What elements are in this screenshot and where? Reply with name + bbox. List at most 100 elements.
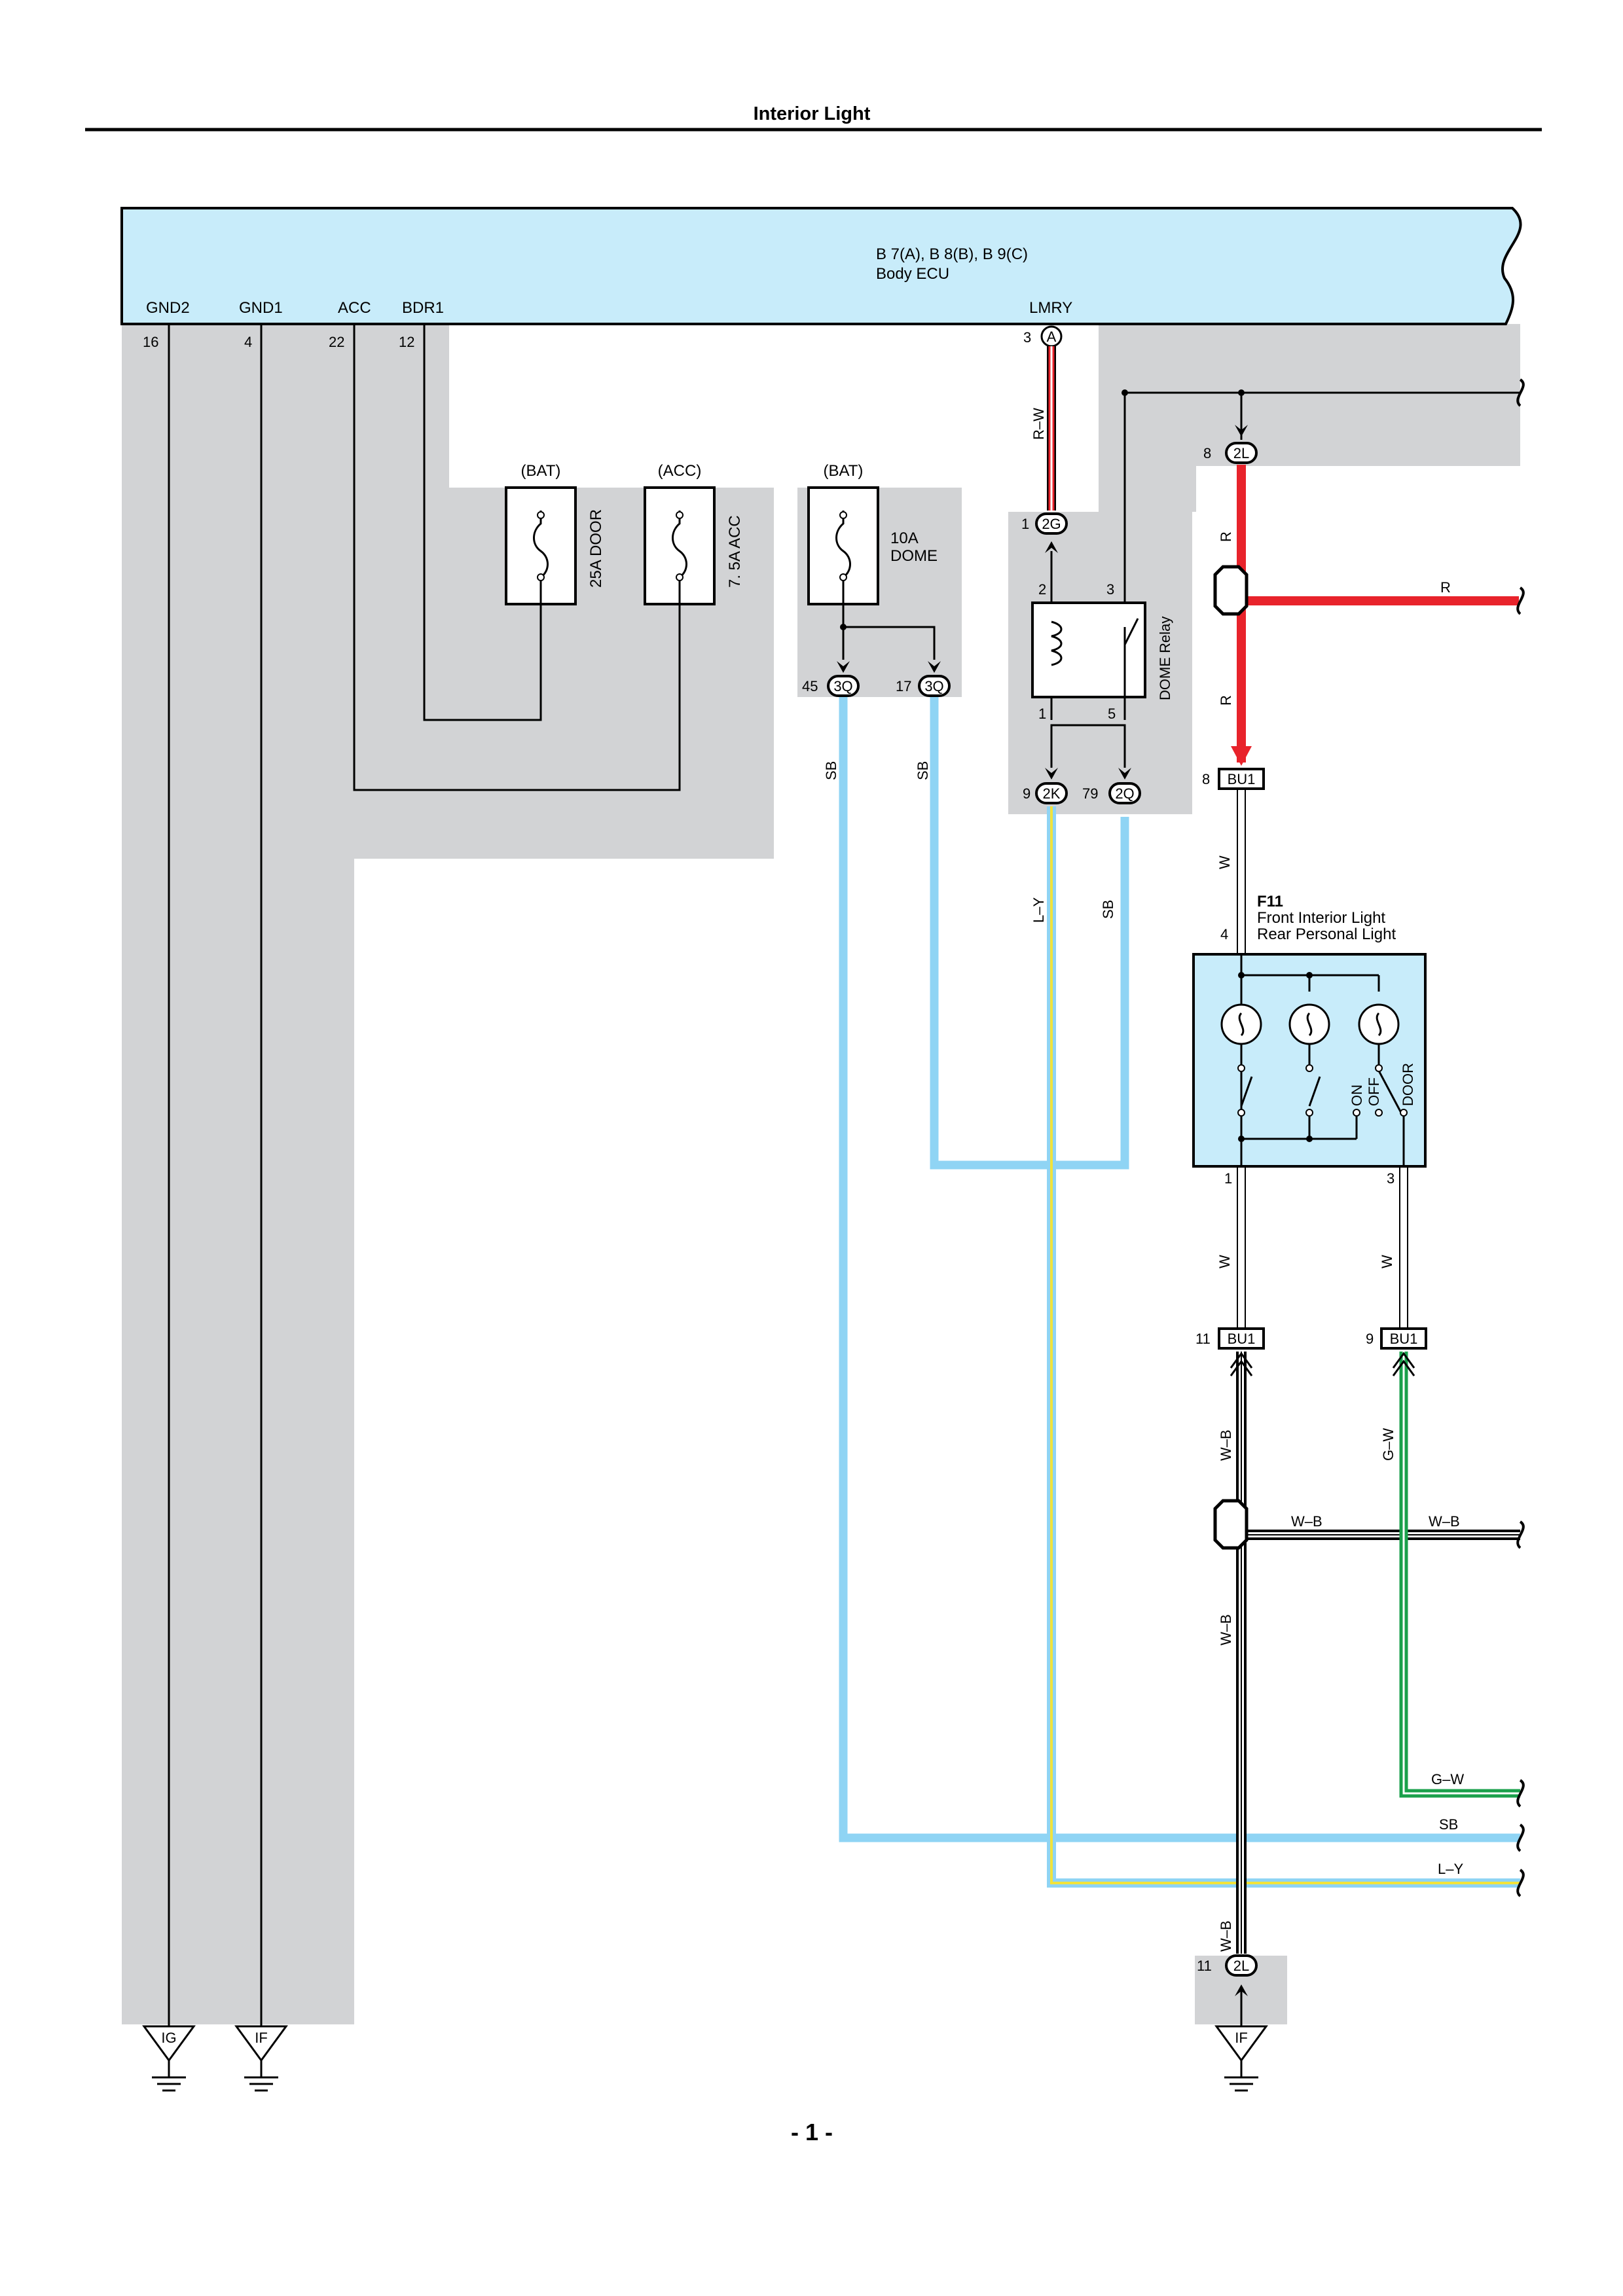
junction-2l-top-pin: 8 — [1203, 445, 1211, 461]
connector-bu1-11-id: BU1 — [1228, 1331, 1256, 1347]
gw-wire — [1392, 1352, 1520, 1798]
wire-sb-2: SB — [915, 761, 931, 780]
switch-door: DOOR — [1400, 1063, 1416, 1106]
junction-2g-pin: 1 — [1021, 516, 1029, 532]
junction-3q-45-pin: 45 — [802, 678, 818, 694]
wire-sb-4: SB — [1439, 1816, 1458, 1833]
sb-wires — [839, 697, 1520, 1842]
wire-ly-2: L–Y — [1438, 1861, 1463, 1877]
junction-2l-top-id: 2L — [1233, 445, 1249, 461]
terminal-lmry: LMRY — [1029, 299, 1072, 317]
ground-if-right-label: IF — [1235, 2030, 1248, 2046]
fuse-door-label: 25A DOOR — [587, 509, 605, 588]
w-wires — [1237, 789, 1408, 1327]
light-code: F11 — [1257, 893, 1283, 910]
relay-pin-3: 3 — [1106, 581, 1114, 598]
ecu-name: Body ECU — [876, 265, 949, 283]
wire-r-3: R — [1218, 695, 1234, 706]
connector-bu1-11: BU1 11 — [1195, 1327, 1265, 1350]
junction-2g: 2G 1 — [1021, 512, 1068, 553]
ly-wire — [1047, 806, 1520, 1888]
fuse-dome: (BAT) 10A DOME — [807, 462, 938, 660]
terminal-bdr1: BDR1 — [402, 299, 444, 317]
fuse-dome-supply: (BAT) — [824, 462, 864, 480]
wire-r-1: R — [1218, 531, 1234, 542]
fuse-acc-label: 7. 5A ACC — [726, 515, 744, 588]
fuse-dome-name: DOME — [890, 547, 938, 565]
body-ecu: B 7(A), B 8(B), B 9(C) Body ECU GND2 GND… — [120, 207, 1522, 350]
pin-3: 3 — [1023, 329, 1031, 346]
fuse-acc-supply: (ACC) — [658, 462, 702, 480]
light-name-1: Front Interior Light — [1257, 909, 1385, 927]
wb-splice — [1213, 1499, 1249, 1550]
wire-w-2: W — [1216, 1255, 1233, 1268]
fuse-acc: (ACC) 7. 5A ACC — [644, 462, 744, 605]
ground-if-left: IF — [235, 2025, 287, 2092]
switch-on: ON — [1349, 1085, 1365, 1106]
wire-wb-4: W–B — [1218, 1614, 1234, 1645]
light-pin-1: 1 — [1224, 1170, 1232, 1187]
page-title: Interior Light — [754, 103, 871, 124]
relay-pin-2: 2 — [1038, 581, 1046, 598]
ground-if-left-label: IF — [255, 2030, 268, 2046]
page-number: - 1 - — [791, 2119, 833, 2145]
page-header: Interior Light — [85, 103, 1542, 132]
wire-wb-2: W–B — [1291, 1513, 1322, 1530]
ground-shade — [122, 324, 774, 2024]
wb-wires — [1230, 1352, 1520, 1954]
ecu-connector-label: B 7(A), B 8(B), B 9(C) — [876, 245, 1028, 263]
relay-pin-5: 5 — [1108, 706, 1116, 722]
connector-bu1-9-pin: 9 — [1366, 1331, 1374, 1347]
fuse-dome-amp: 10A — [890, 529, 919, 547]
junction-2q-pin: 79 — [1082, 785, 1098, 802]
pin-22: 22 — [329, 334, 344, 350]
light-pin-4: 4 — [1220, 926, 1228, 942]
light-pin-3: 3 — [1387, 1170, 1395, 1187]
junction-3q-45-id: 3Q — [833, 678, 852, 694]
connector-bu1-9: BU1 9 — [1366, 1327, 1427, 1350]
junction-2q: 2Q 79 — [1082, 732, 1141, 804]
ecu-box — [120, 207, 1522, 325]
junction-2l-bottom: 2L 11 — [1197, 1954, 1258, 2026]
wire-sb-3: SB — [1100, 900, 1116, 919]
ground-if-right: IF — [1215, 2025, 1267, 2092]
junction-3q-17-pin: 17 — [896, 678, 911, 694]
wire-sb-1: SB — [823, 761, 839, 780]
wire-ly-1: L–Y — [1030, 897, 1047, 923]
ground-ig-label: IG — [161, 2030, 176, 2046]
junction-2l-bottom-pin: 11 — [1197, 1958, 1212, 1974]
wire-wb-3: W–B — [1429, 1513, 1460, 1530]
fuse-door: (BAT) 25A DOOR — [505, 462, 605, 605]
connector-bu1-9-id: BU1 — [1390, 1331, 1418, 1347]
lmry-shade — [1099, 324, 1520, 512]
junction-2q-id: 2Q — [1115, 785, 1134, 802]
junction-2k-pin: 9 — [1023, 785, 1030, 802]
junction-3q-17: 3Q 17 — [896, 661, 951, 697]
junction-2g-id: 2G — [1042, 516, 1061, 532]
wire-w-3: W — [1379, 1255, 1395, 1268]
terminal-gnd2: GND2 — [146, 299, 190, 317]
terminal-acc: ACC — [338, 299, 371, 317]
wire-wb-5: W–B — [1218, 1920, 1234, 1952]
fuse-door-supply: (BAT) — [521, 462, 561, 480]
front-interior-light: F11 Front Interior Light Rear Personal L… — [1192, 893, 1427, 1187]
pin-4: 4 — [244, 334, 252, 350]
pin-16: 16 — [143, 334, 158, 350]
wire-wb-1: W–B — [1218, 1429, 1234, 1461]
dome-relay: 2 3 1 5 DOME Relay — [1031, 389, 1520, 732]
ecu-ground-wires — [168, 324, 681, 2026]
light-name-2: Rear Personal Light — [1257, 925, 1396, 943]
wire-w-1: W — [1216, 855, 1233, 869]
ground-ig: IG — [143, 2025, 195, 2092]
pin-12: 12 — [399, 334, 414, 350]
relay-pin-1: 1 — [1038, 706, 1046, 722]
junction-2k-id: 2K — [1043, 785, 1061, 802]
junction-3q-45: 3Q 45 — [802, 661, 860, 697]
connector-bu1-8-pin: 8 — [1202, 771, 1210, 787]
wire-gw-1: G–W — [1380, 1428, 1396, 1461]
wire-rw: R–W — [1030, 408, 1047, 440]
junction-3q-17-id: 3Q — [924, 678, 943, 694]
junction-2l-bottom-id: 2L — [1233, 1958, 1249, 1974]
connector-bu1-11-pin: 11 — [1195, 1331, 1211, 1347]
